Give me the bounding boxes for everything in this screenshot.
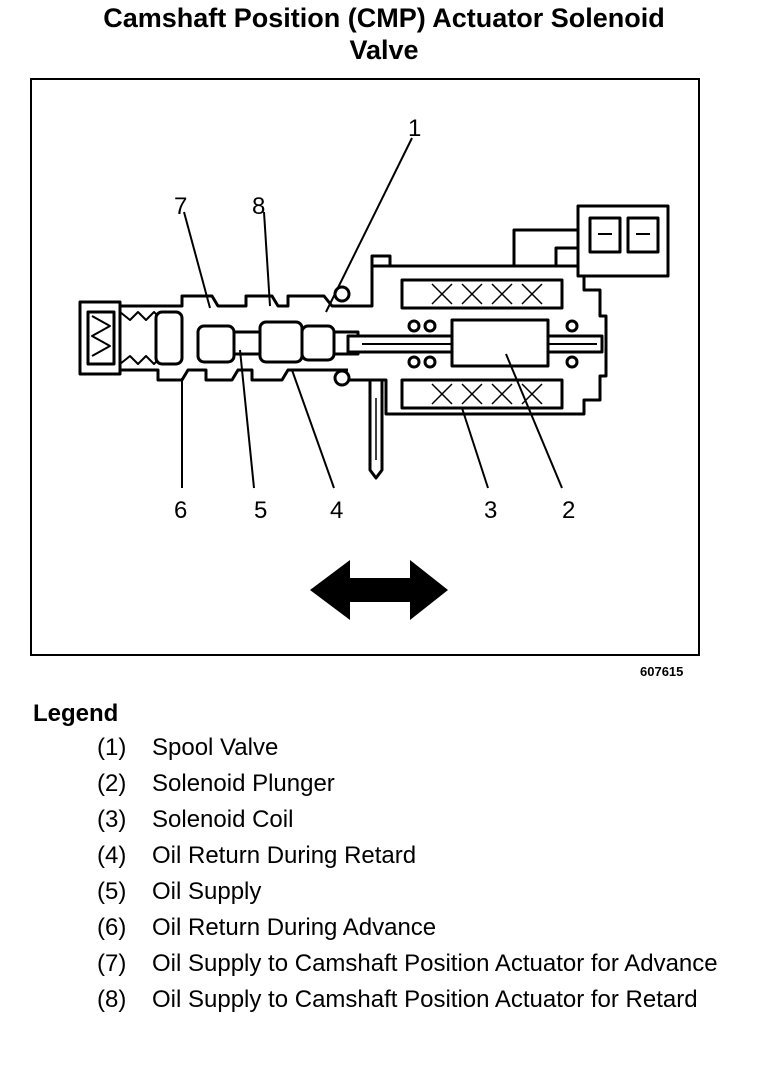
- spool-valve: [154, 310, 360, 366]
- legend-item: (5) Oil Supply: [97, 877, 747, 907]
- title-line-2: Valve: [349, 35, 419, 65]
- legend-number: (6): [97, 914, 127, 941]
- callout-4: 4: [330, 497, 343, 524]
- legend-text: Oil Return During Retard: [152, 842, 417, 869]
- legend-item: (3) Solenoid Coil: [97, 805, 747, 835]
- legend-number: (4): [97, 842, 127, 869]
- legend-text: Solenoid Plunger: [152, 770, 335, 797]
- callout-2: 2: [562, 497, 575, 524]
- legend-text: Solenoid Coil: [152, 806, 294, 833]
- spring-end-cap: [78, 300, 171, 376]
- legend-item: (2) Solenoid Plunger: [97, 769, 747, 799]
- legend-text: Oil Supply to Camshaft Position Actuator…: [152, 986, 698, 1013]
- legend-number: (1): [97, 734, 127, 761]
- mounting-flange: [368, 380, 384, 480]
- solenoid-housing: [333, 254, 608, 416]
- legend-number: (8): [97, 986, 127, 1013]
- legend-number: (5): [97, 878, 127, 905]
- figure-id: 607615: [640, 664, 684, 679]
- legend-heading: Legend: [33, 700, 119, 727]
- solenoid-plunger: [346, 318, 604, 368]
- legend-text: Oil Return During Advance: [152, 914, 437, 941]
- legend-item: (4) Oil Return During Retard: [97, 841, 747, 871]
- legend-text: Oil Supply to Camshaft Position Actuator…: [152, 950, 718, 977]
- legend-number: (7): [97, 950, 127, 977]
- leader-lines: [181, 137, 563, 489]
- diagram-frame: 1 7 8 6 5 4 3 2: [30, 78, 700, 656]
- legend-item: (6) Oil Return During Advance: [97, 913, 747, 943]
- callout-5: 5: [254, 497, 267, 524]
- callout-1: 1: [408, 115, 421, 142]
- double-headed-arrow-icon: [310, 560, 448, 620]
- legend-item: (7) Oil Supply to Camshaft Position Actu…: [97, 949, 747, 979]
- callout-7: 7: [174, 193, 187, 220]
- legend-item: (1) Spool Valve: [97, 733, 747, 763]
- solenoid-valve-diagram: 1 7 8 6 5 4 3 2: [78, 115, 670, 620]
- legend-number: (2): [97, 770, 127, 797]
- legend-text: Oil Supply: [152, 878, 262, 905]
- legend-item: (8) Oil Supply to Camshaft Position Actu…: [97, 985, 747, 1015]
- legend-number: (3): [97, 806, 127, 833]
- page-title: Camshaft Position (CMP) Actuator Solenoi…: [0, 2, 768, 66]
- legend-text: Spool Valve: [152, 734, 279, 761]
- legend-list: (1) Spool Valve (2) Solenoid Plunger (3)…: [97, 733, 747, 1021]
- callout-8: 8: [252, 193, 265, 220]
- electrical-connector: [512, 204, 670, 278]
- callout-3: 3: [484, 497, 497, 524]
- callout-6: 6: [174, 497, 187, 524]
- callout-labels: 1 7 8 6 5 4 3 2: [174, 115, 575, 524]
- title-line-1: Camshaft Position (CMP) Actuator Solenoi…: [103, 3, 665, 33]
